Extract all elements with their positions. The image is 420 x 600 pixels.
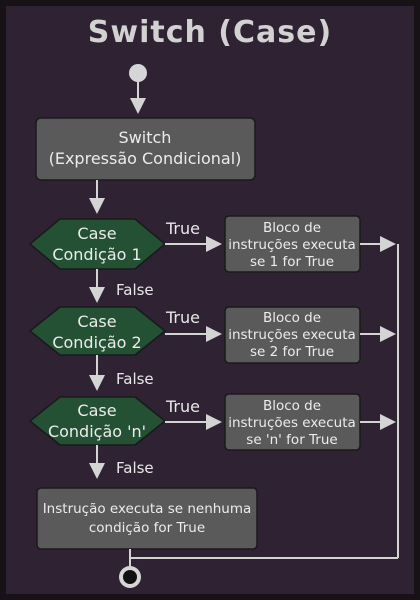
arrow-block2-merge xyxy=(380,326,396,342)
case-n-false-label: False xyxy=(116,459,154,477)
default-node-line2: condição for True xyxy=(89,520,205,536)
case-n-block-line3: se 'n' for True xyxy=(246,432,337,448)
case-1-block-line3: se 1 for True xyxy=(250,254,334,270)
case-1-true-label: True xyxy=(165,219,200,238)
arrow-casen-true xyxy=(206,414,222,430)
case-2-false-label: False xyxy=(116,370,154,388)
case-1-block-line2: instruções executa xyxy=(228,237,356,253)
case-n-label-line2: Condição 'n' xyxy=(48,422,146,441)
case-2-label-line1: Case xyxy=(77,312,116,331)
arrow-switch-case1 xyxy=(89,198,105,214)
switch-node-line2: (Expressão Condicional) xyxy=(49,149,242,168)
default-node xyxy=(36,487,258,550)
case-2-block-line3: se 2 for True xyxy=(250,344,334,360)
case-1-label-line2: Condição 1 xyxy=(52,245,141,264)
case-2-label-line2: Condição 2 xyxy=(52,333,141,352)
arrow-case2-casen xyxy=(89,375,105,391)
case-2-block-line1: Bloco de xyxy=(263,310,321,326)
case-node-2 xyxy=(28,306,167,356)
case-1-block-line1: Bloco de xyxy=(263,220,321,236)
arrow-case1-case2 xyxy=(89,287,105,303)
arrow-case1-true xyxy=(206,236,222,252)
end-node-inner xyxy=(123,570,137,584)
arrow-casen-default xyxy=(89,463,105,479)
case-2-true-label: True xyxy=(165,308,200,327)
case-1-false-label: False xyxy=(116,281,154,299)
case-n-label-line1: Case xyxy=(77,401,116,420)
case-n-block-line1: Bloco de xyxy=(263,398,321,414)
default-node-line1: Instrução executa se nenhuma xyxy=(43,501,252,517)
diagram-title: Switch (Case) xyxy=(88,15,332,50)
case-2-block-line2: instruções executa xyxy=(228,327,356,343)
switch-node-line1: Switch xyxy=(119,128,172,147)
arrow-blockn-merge xyxy=(380,414,396,430)
case-1-label-line1: Case xyxy=(77,224,116,243)
arrow-start-switch xyxy=(130,98,146,114)
start-node xyxy=(129,64,147,82)
switch-node xyxy=(35,117,256,181)
arrow-case2-true xyxy=(206,326,222,342)
case-n-block-line2: instruções executa xyxy=(228,415,356,431)
case-n-true-label: True xyxy=(165,397,200,416)
arrow-block1-merge xyxy=(380,236,396,252)
